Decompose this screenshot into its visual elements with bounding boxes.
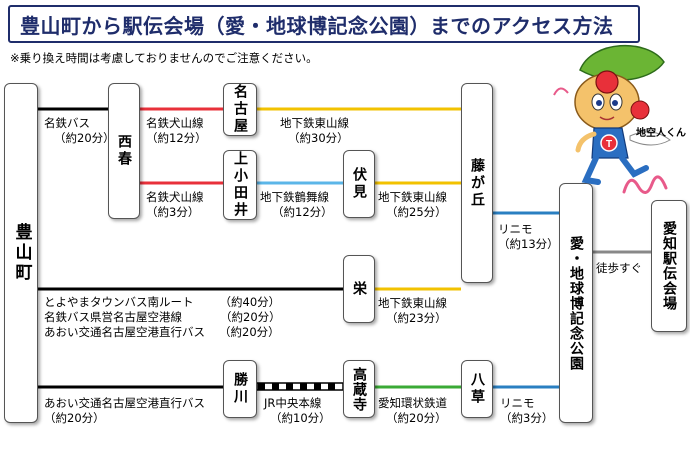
route-aoi-bus: あおい交通名古屋空港直行バス（約20分） (44, 396, 205, 425)
bus-route-row: とよやまタウンバス南ルート（約40分） (44, 295, 281, 309)
title-box: 豊山町から駅伝会場（愛・地球博記念公園）までのアクセス方法 (8, 5, 640, 43)
pink-swirl-icon (553, 87, 569, 96)
route-higashiyama-2: 地下鉄東山線（約25分） (378, 190, 447, 219)
headphone-icon (630, 100, 650, 120)
route-bus-list: とよやまタウンバス南ルート（約40分） 名鉄バス県営名古屋空港線（約20分） あ… (44, 295, 281, 340)
svg-text:T: T (606, 139, 612, 150)
route-higashiyama-3: 地下鉄東山線（約23分） (378, 296, 447, 325)
station-fujigaoka: 藤が丘 (461, 83, 493, 283)
route-meitetsu-bus: 名鉄バス（約20分） (44, 116, 115, 145)
station-nishiharu: 西春 (108, 83, 140, 219)
route-tsurumai: 地下鉄鶴舞線（約12分） (260, 190, 333, 219)
page-title: 豊山町から駅伝会場（愛・地球博記念公園）までのアクセス方法 (20, 13, 614, 38)
station-toyoyama: 豊山町 (4, 83, 38, 423)
route-higashiyama-1: 地下鉄東山線（約30分） (280, 116, 349, 145)
station-kachigawa: 勝川 (223, 360, 257, 418)
station-sakae: 栄 (343, 255, 375, 323)
station-kamiotai: 上小田井 (223, 150, 257, 220)
station-venue: 愛知駅伝会場 (651, 200, 687, 332)
bus-route-row: あおい交通名古屋空港直行バス（約20分） (44, 325, 280, 339)
mascot-leaf (579, 44, 665, 81)
route-linimo-1: リニモ（約13分） (498, 222, 559, 251)
route-linimo-2: リニモ（約3分） (500, 396, 554, 425)
station-yakusa: 八草 (461, 360, 493, 418)
station-nagoya: 名古屋 (223, 83, 257, 136)
mascot-illustration: T (553, 44, 671, 185)
mascot-name: 地空人くん (636, 128, 686, 139)
route-aichi-kanjo: 愛知環状鉄道（約20分） (378, 396, 447, 425)
station-kozoji: 高蔵寺 (343, 360, 375, 418)
route-inuyama-nagoya: 名鉄犬山線（約12分） (146, 116, 207, 145)
route-jr-chuo: JR中央本線（約10分） (264, 396, 331, 425)
bus-route-row: 名鉄バス県営名古屋空港線（約20分） (44, 310, 281, 324)
route-walk: 徒歩すぐ (596, 261, 642, 275)
note-text: ※乗り換え時間は考慮しておりませんのでご注意ください。 (10, 51, 318, 65)
pink-wave-icon (622, 175, 668, 194)
route-inuyama-kamiotai: 名鉄犬山線（約3分） (146, 190, 204, 219)
station-fushimi: 伏見 (343, 150, 375, 218)
station-expo-park: 愛・地球博記念公園 (559, 183, 593, 423)
